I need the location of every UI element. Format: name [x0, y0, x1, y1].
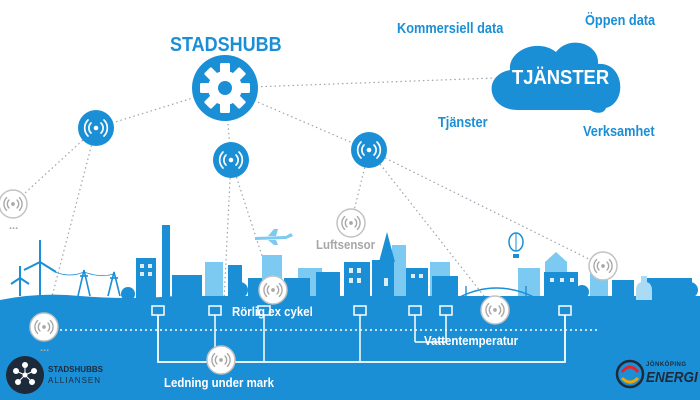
sensor-node [351, 132, 387, 168]
connection-line [224, 87, 370, 151]
sensor-node [258, 275, 288, 305]
cloud-item-oppen-data: Öppen data [585, 12, 656, 29]
sensor-label-vattentemperatur: Vattentemperatur [424, 333, 519, 348]
cloud-icon [491, 42, 621, 113]
stadshubbs-alliansen-logo-icon [6, 356, 44, 394]
hub-label: STADSHUBB [170, 34, 282, 56]
connection-line [12, 127, 97, 205]
ellipsis-text: ... [40, 342, 50, 354]
sensor-node [588, 251, 618, 281]
gear-icon [192, 55, 258, 121]
sensor-label-rorlig-ex-cykel: Rörlig ex cykel [232, 304, 313, 319]
sensor-label-ledning-under-mark: Ledning under mark [164, 375, 274, 390]
logo-energi-line2: ENERGI [646, 369, 698, 386]
city-skyline [0, 225, 700, 400]
cloud-item-verksamhet: Verksamhet [583, 123, 655, 140]
cloud-item-tjanster: Tjänster [438, 114, 488, 131]
sensor-node [78, 110, 114, 146]
underground-pipes [60, 312, 600, 363]
logo-energi-line1: JÖNKÖPING [646, 362, 687, 368]
sensor-label-luftsensor: Luftsensor [316, 237, 376, 252]
sensor-node [336, 208, 366, 238]
sensor-node [213, 142, 249, 178]
sensor-node [29, 312, 59, 342]
connection-line [368, 149, 604, 267]
sensor-node [480, 295, 510, 325]
airplane-icon [255, 229, 293, 245]
cloud-item-kommersiell-data: Kommersiell data [397, 20, 504, 37]
sensor-node [206, 345, 236, 375]
connection-line [43, 127, 97, 328]
ellipsis-text: ... [9, 220, 19, 232]
sensor-node [0, 189, 28, 219]
logo-alliansen-line2: ALLIANSEN [48, 376, 102, 385]
jonkoping-energi-logo-icon [615, 359, 645, 389]
logo-alliansen-line1: STADSHUBBS [48, 365, 103, 374]
cloud-label: TJÄNSTER [512, 67, 610, 89]
hot-air-balloon-icon [508, 232, 524, 258]
connection-line [224, 77, 496, 89]
connection-line [224, 87, 232, 161]
